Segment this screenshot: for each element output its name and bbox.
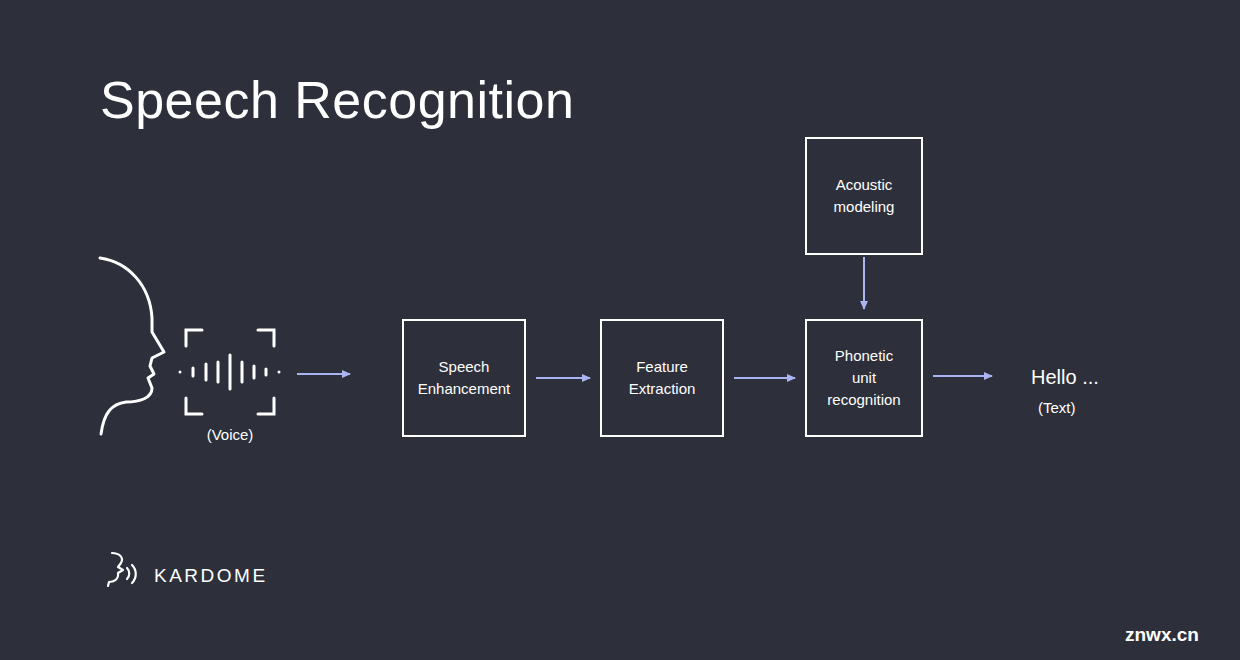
box-text: Speech Enhancement — [412, 356, 516, 400]
process-box: Acoustic modeling — [805, 137, 923, 255]
text-label: KARDOME — [154, 565, 268, 587]
voice-frame — [186, 330, 274, 414]
process-box: Speech Enhancement — [402, 319, 526, 437]
flow-arrow — [734, 377, 795, 379]
face-profile — [100, 258, 164, 434]
process-box: Phonetic unit recognition — [805, 319, 923, 437]
text-label: (Text) — [1038, 399, 1076, 416]
flow-arrow — [536, 377, 590, 379]
waveform — [180, 355, 279, 389]
box-text: Phonetic unit recognition — [822, 345, 906, 411]
diagram-title: Speech Recognition — [100, 70, 574, 130]
process-box: Feature Extraction — [600, 319, 724, 437]
text-label: Hello ... — [1031, 366, 1099, 389]
text-label: znwx.cn — [1125, 624, 1199, 646]
output-arrow — [933, 375, 992, 377]
box-text: Feature Extraction — [610, 356, 714, 400]
box-text: Acoustic modeling — [819, 174, 909, 218]
kardome-logo — [108, 553, 136, 586]
flow-arrow — [863, 257, 865, 309]
input-arrow — [297, 373, 350, 375]
text-label: (Voice) — [207, 426, 254, 443]
